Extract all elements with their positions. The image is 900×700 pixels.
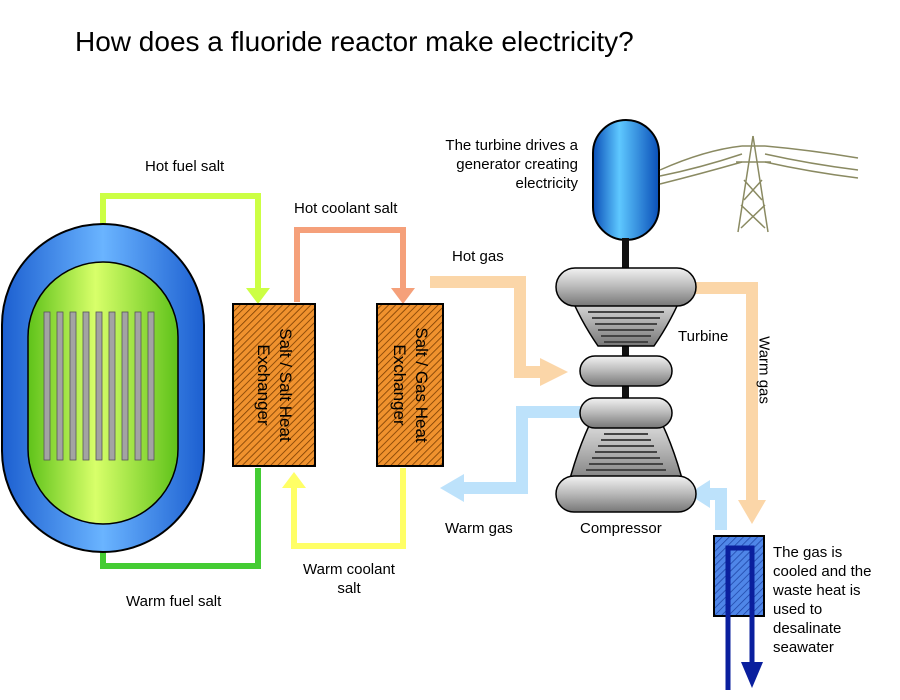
reactor-fuel-rods	[43, 311, 155, 461]
salt-salt-label-line2: Exchanger	[254, 344, 273, 426]
warm-coolant-salt-pipe	[282, 468, 406, 549]
turbine-note-line1: The turbine drives a	[445, 137, 578, 154]
label-hot-fuel-salt: Hot fuel salt	[145, 158, 225, 175]
cooler-note: The gas is cooled and the waste heat is …	[773, 543, 898, 657]
power-pylon	[659, 112, 859, 240]
warm-gas-left-pipe	[440, 406, 580, 502]
label-compressor: Compressor	[580, 520, 662, 537]
hot-coolant-salt-pipe	[294, 227, 415, 304]
cooler-note-line2: cooled and the	[773, 563, 872, 580]
label-warm-coolant-line1: Warm coolant	[303, 561, 395, 578]
salt-gas-label-line2: Exchanger	[390, 344, 409, 426]
turbine	[555, 267, 697, 387]
cooler-note-line3: waste heat is	[773, 582, 861, 599]
label-hot-coolant-salt: Hot coolant salt	[294, 200, 398, 217]
label-hot-gas: Hot gas	[452, 248, 504, 265]
label-warm-coolant-line2: salt	[337, 580, 361, 597]
cooler-note-line6: seawater	[773, 639, 834, 656]
salt-gas-label-line1: Salt / Gas Heat	[412, 327, 431, 443]
label-warm-coolant-salt: Warm coolant salt	[289, 560, 409, 598]
reactor-core	[27, 261, 179, 525]
hot-gas-pipe	[430, 276, 568, 386]
cooler-return-pipe	[688, 480, 727, 530]
label-salt-salt-exchanger: Salt / Salt Heat Exchanger	[252, 328, 296, 441]
salt-salt-label-line1: Salt / Salt Heat	[276, 328, 295, 442]
salt-salt-heat-exchanger	[232, 303, 316, 467]
reactor-vessel	[1, 223, 205, 553]
compressor	[555, 397, 697, 513]
turbine-note: The turbine drives a generator creating …	[418, 136, 578, 193]
cooler-note-line5: desalinate	[773, 620, 842, 637]
generator	[592, 119, 660, 241]
warm-gas-right-pipe	[690, 282, 766, 524]
cooler-note-line1: The gas is	[773, 544, 843, 561]
label-salt-gas-exchanger: Salt / Gas Heat Exchanger	[388, 327, 432, 442]
label-warm-gas-right: Warm gas	[755, 336, 773, 404]
turbine-note-line3: electricity	[515, 175, 578, 192]
label-warm-gas-left: Warm gas	[445, 520, 513, 537]
salt-gas-heat-exchanger	[376, 303, 444, 467]
gas-cooler	[713, 535, 765, 690]
turbine-note-line2: generator creating	[456, 156, 578, 173]
seawater-outlet-arrow	[741, 662, 763, 688]
label-warm-fuel-salt: Warm fuel salt	[126, 593, 222, 610]
cooler-note-line4: used to	[773, 601, 823, 618]
label-turbine: Turbine	[678, 328, 729, 345]
diagram-title: How does a fluoride reactor make electri…	[75, 26, 634, 57]
